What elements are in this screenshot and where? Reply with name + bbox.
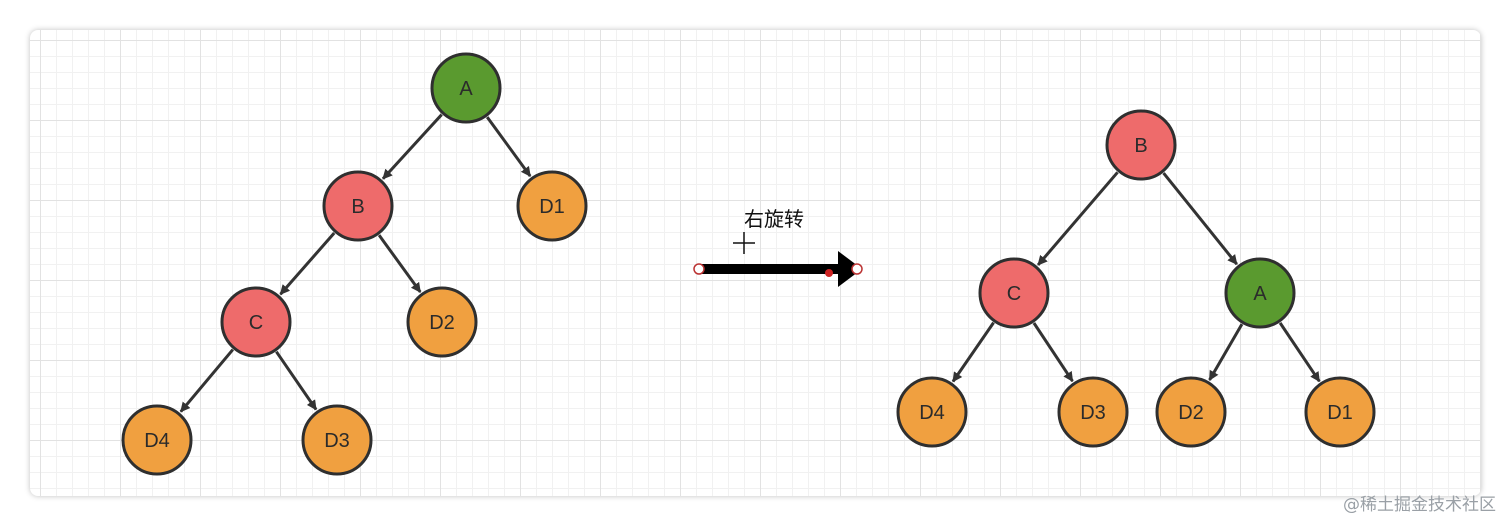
node-circle [406, 286, 478, 358]
edge-after-C-D4[interactable] [951, 321, 995, 383]
node-label: D4 [919, 402, 945, 424]
node-circle [516, 170, 588, 242]
edge-after-A-D1[interactable] [1278, 322, 1321, 383]
edge-after-B-C[interactable] [1036, 171, 1119, 266]
node-after-d4[interactable]: D4 [896, 376, 968, 448]
node-circle [322, 170, 394, 242]
node-circle [430, 52, 502, 124]
tree-before-edges [179, 113, 532, 413]
node-circle [121, 404, 193, 476]
node-label: D3 [324, 430, 350, 452]
rotation-arrow[interactable] [693, 251, 863, 287]
node-label: B [1134, 135, 1147, 157]
node-before-a[interactable]: A [430, 52, 502, 124]
edge-after-A-D2[interactable] [1208, 323, 1244, 381]
node-circle [1057, 376, 1129, 448]
node-label: D2 [429, 312, 455, 334]
edge-before-C-D4[interactable] [179, 348, 235, 413]
edge-before-B-C[interactable] [279, 232, 336, 296]
node-circle [896, 376, 968, 448]
node-before-b[interactable]: B [322, 170, 394, 242]
node-after-d1[interactable]: D1 [1304, 376, 1376, 448]
node-label: D2 [1178, 402, 1204, 424]
node-before-d2[interactable]: D2 [406, 286, 478, 358]
arrow-head-icon [838, 251, 862, 287]
node-circle [301, 404, 373, 476]
rotation-caption: 右旋转 [744, 207, 804, 231]
node-after-b[interactable]: B [1105, 109, 1177, 181]
node-after-c[interactable]: C [978, 257, 1050, 329]
node-label: A [1253, 283, 1267, 305]
node-label: D1 [1327, 402, 1353, 424]
edge-before-B-D2[interactable] [377, 234, 422, 293]
node-before-c[interactable]: C [220, 286, 292, 358]
edge-before-C-D3[interactable] [275, 350, 318, 411]
node-before-d3[interactable]: D3 [301, 404, 373, 476]
arrow-start-handle[interactable] [693, 263, 705, 275]
node-label: C [1007, 283, 1021, 305]
node-before-d1[interactable]: D1 [516, 170, 588, 242]
node-after-d2[interactable]: D2 [1155, 376, 1227, 448]
diagram-canvas [30, 30, 1481, 496]
crosshair-cursor-icon [733, 232, 755, 254]
tree-after: B C A D4 D3 D2 D1 [896, 109, 1376, 448]
node-label: D1 [539, 196, 565, 218]
node-label: B [351, 196, 364, 218]
edge-before-A-D1[interactable] [485, 116, 532, 177]
edge-before-A-B[interactable] [381, 113, 443, 180]
node-circle [220, 286, 292, 358]
node-before-d4[interactable]: D4 [121, 404, 193, 476]
node-label: D4 [144, 430, 170, 452]
node-circle [1105, 109, 1177, 181]
node-after-d3[interactable]: D3 [1057, 376, 1129, 448]
watermark: @稀土掘金技术社区 [1343, 495, 1496, 515]
edge-after-C-D3[interactable] [1032, 322, 1074, 383]
node-circle [1155, 376, 1227, 448]
node-after-a[interactable]: A [1224, 257, 1296, 329]
arrow-end-handle[interactable] [851, 263, 863, 275]
arrow-mid-handle[interactable] [825, 269, 833, 277]
node-label: C [249, 312, 263, 334]
node-circle [1304, 376, 1376, 448]
tree-after-edges [951, 171, 1321, 383]
node-label: D3 [1080, 402, 1106, 424]
node-circle [978, 257, 1050, 329]
node-label: A [459, 78, 473, 100]
node-circle [1224, 257, 1296, 329]
edge-after-B-A[interactable] [1162, 172, 1238, 266]
